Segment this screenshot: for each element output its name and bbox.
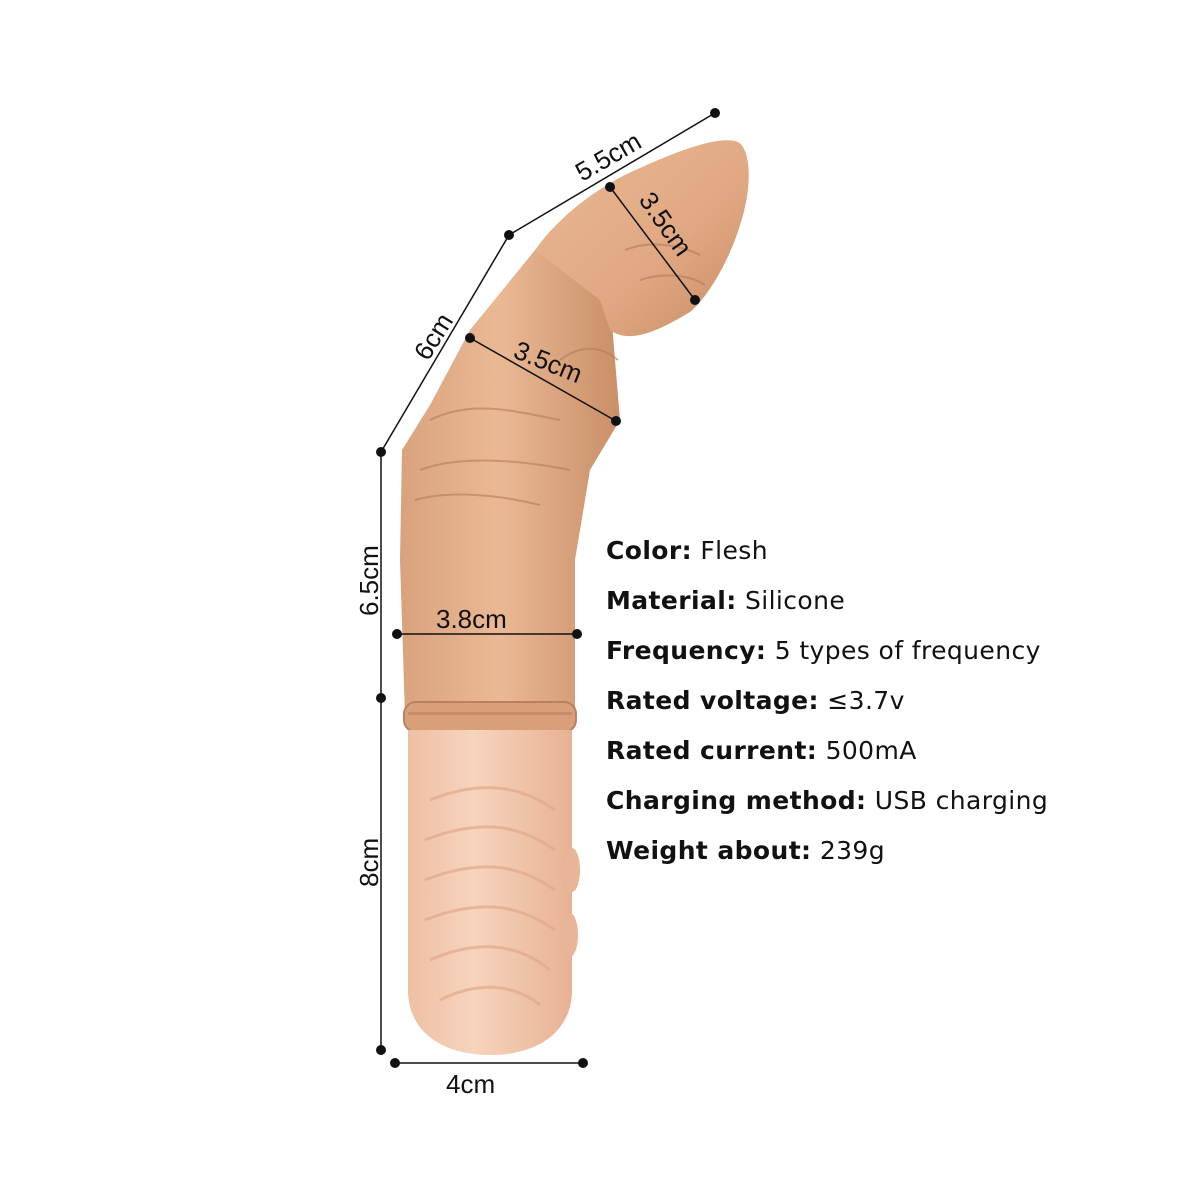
- spec-weight: Weight about: 239g: [606, 832, 1186, 882]
- base-width-label: 3.8cm: [436, 604, 507, 634]
- spec-key: Color:: [606, 536, 692, 565]
- spec-value: ≤3.7v: [827, 686, 905, 715]
- finger-lower-segment: [400, 250, 620, 715]
- spec-value: Flesh: [700, 536, 768, 565]
- spec-rated-voltage: Rated voltage: ≤3.7v: [606, 682, 1186, 732]
- mode-button: [562, 913, 578, 957]
- handle-length-label: 8cm: [354, 838, 384, 887]
- spec-key: Material:: [606, 586, 737, 615]
- spec-value: 239g: [819, 836, 885, 865]
- spec-value: 5 types of frequency: [774, 636, 1041, 665]
- handle-ribs: [424, 786, 556, 1007]
- lower-length-label: 6.5cm: [354, 545, 384, 616]
- bottom-width-label: 4cm: [446, 1069, 495, 1099]
- spec-material: Material: Silicone: [606, 582, 1186, 632]
- spec-list: Color: Flesh Material: Silicone Frequenc…: [606, 532, 1186, 882]
- spec-charging-method: Charging method: USB charging: [606, 782, 1186, 832]
- spec-rated-current: Rated current: 500mA: [606, 732, 1186, 782]
- spec-value: USB charging: [874, 786, 1049, 815]
- finger-tip-segment: [535, 140, 749, 337]
- spec-color: Color: Flesh: [606, 532, 1186, 582]
- spec-key: Frequency:: [606, 636, 767, 665]
- product-image: [400, 140, 749, 1055]
- spec-frequency: Frequency: 5 types of frequency: [606, 632, 1186, 682]
- spec-key: Rated current:: [606, 736, 818, 765]
- collar-ring: [403, 701, 577, 733]
- dimension-lines: [380, 112, 716, 1064]
- spec-value: 500mA: [825, 736, 917, 765]
- dimension-endpoints: [376, 108, 720, 1068]
- spec-key: Charging method:: [606, 786, 867, 815]
- spec-key: Rated voltage:: [606, 686, 819, 715]
- spec-value: Silicone: [744, 586, 846, 615]
- power-button: [564, 848, 580, 892]
- spec-key: Weight about:: [606, 836, 812, 865]
- upper-length-label: 6cm: [408, 308, 459, 366]
- handle: [408, 730, 572, 1055]
